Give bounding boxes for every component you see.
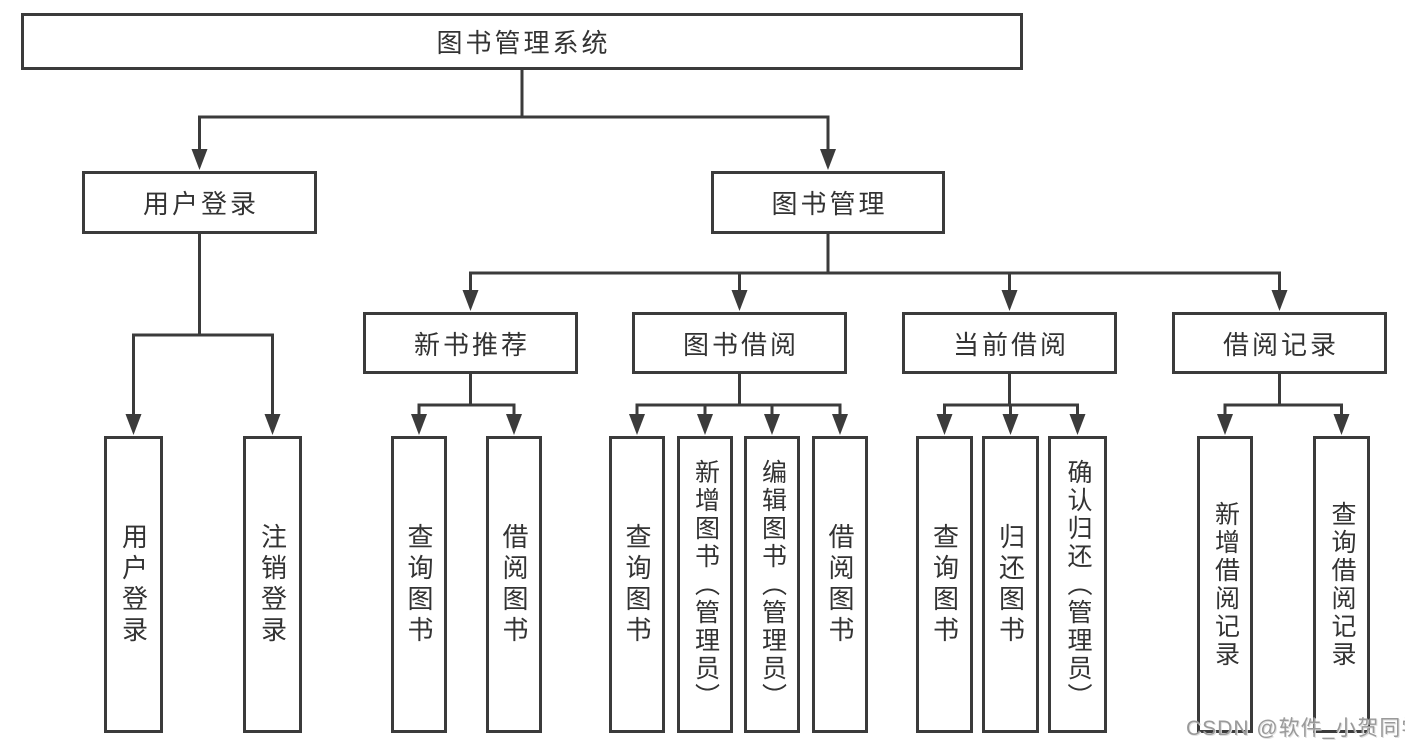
node-book-borrow: 图书借阅 [632, 312, 847, 374]
node-new-book-recommend: 新书推荐 [363, 312, 578, 374]
leaf-borrow-edit-book-admin: 编辑图书（管理员） [744, 436, 800, 733]
leaf-user-login-label: 用户登录 [118, 522, 149, 647]
leaf-borrow-borrow-book-label: 借阅图书 [825, 522, 855, 647]
leaf-borrow-borrow-book: 借阅图书 [812, 436, 868, 733]
leaf-newbook-query-book-label: 查询图书 [404, 522, 434, 647]
node-borrow-record: 借阅记录 [1172, 312, 1387, 374]
leaf-logout-login-label: 注销登录 [257, 522, 288, 647]
node-current-borrow: 当前借阅 [902, 312, 1117, 374]
leaf-current-return-book: 归还图书 [982, 436, 1039, 733]
leaf-record-query-borrow-record: 查询借阅记录 [1313, 436, 1370, 733]
node-user-login: 用户登录 [82, 171, 317, 234]
leaf-borrow-query-book-label: 查询图书 [622, 522, 652, 647]
leaf-borrow-add-book-admin: 新增图书（管理员） [677, 436, 733, 733]
leaf-current-confirm-return-admin: 确认归还（管理员） [1048, 436, 1107, 733]
leaf-borrow-add-book-admin-label: 新增图书（管理员） [691, 458, 720, 711]
leaf-current-query-book-label: 查询图书 [929, 522, 960, 647]
leaf-record-add-borrow-record-label: 新增借阅记录 [1211, 500, 1240, 669]
leaf-record-query-borrow-record-label: 查询借阅记录 [1328, 500, 1356, 669]
leaf-borrow-query-book: 查询图书 [609, 436, 665, 733]
node-book-management: 图书管理 [711, 171, 945, 234]
leaf-logout-login: 注销登录 [243, 436, 302, 733]
leaf-newbook-borrow-book-label: 借阅图书 [499, 522, 529, 647]
leaf-current-query-book: 查询图书 [916, 436, 973, 733]
leaf-newbook-borrow-book: 借阅图书 [486, 436, 542, 733]
leaf-user-login: 用户登录 [104, 436, 163, 733]
leaf-newbook-query-book: 查询图书 [391, 436, 447, 733]
leaf-current-confirm-return-admin-label: 确认归还（管理员） [1064, 458, 1092, 711]
leaf-current-return-book-label: 归还图书 [995, 522, 1026, 647]
node-library-management-system: 图书管理系统 [21, 13, 1023, 70]
leaf-borrow-edit-book-admin-label: 编辑图书（管理员） [758, 458, 787, 711]
csdn-watermark: CSDN @软件_小贺同学 [1186, 717, 1405, 740]
leaf-record-add-borrow-record: 新增借阅记录 [1197, 436, 1253, 733]
